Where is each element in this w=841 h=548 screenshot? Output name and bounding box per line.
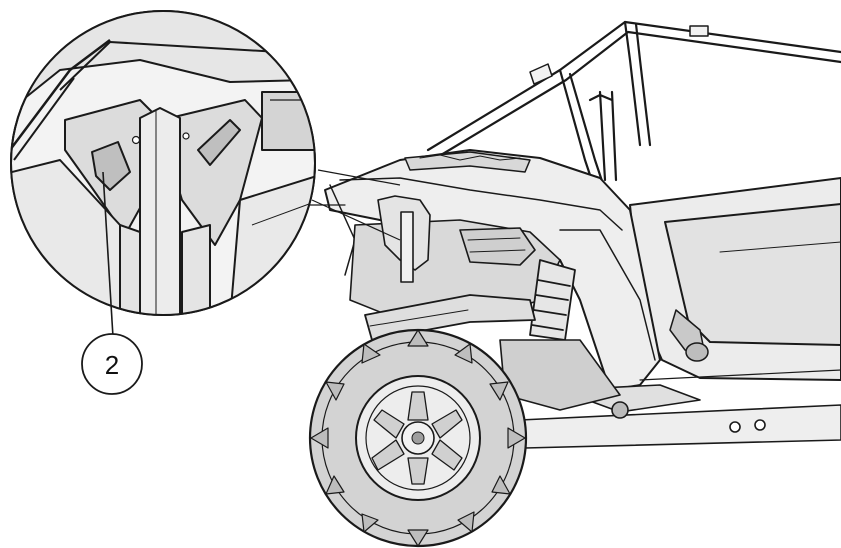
front-wheel xyxy=(308,328,528,548)
tire-tread xyxy=(310,329,526,547)
bracket-slot-right xyxy=(197,119,241,166)
zoom-leader-lines xyxy=(311,169,401,241)
callout-2-bubble xyxy=(81,333,143,395)
frame-lower xyxy=(499,339,841,449)
callout-2-leader xyxy=(102,171,114,338)
engine-bay xyxy=(349,195,561,321)
callout-2-label: 2 xyxy=(105,350,119,380)
front-shock xyxy=(364,259,576,341)
callout-2: 2 xyxy=(81,171,143,395)
rim-spokes xyxy=(371,391,463,485)
roll-cage xyxy=(426,20,841,207)
utv-vehicle xyxy=(308,20,841,548)
side-door-panel xyxy=(629,177,841,381)
bracket-hole-left xyxy=(91,141,131,191)
detail-magnifier xyxy=(10,10,316,316)
